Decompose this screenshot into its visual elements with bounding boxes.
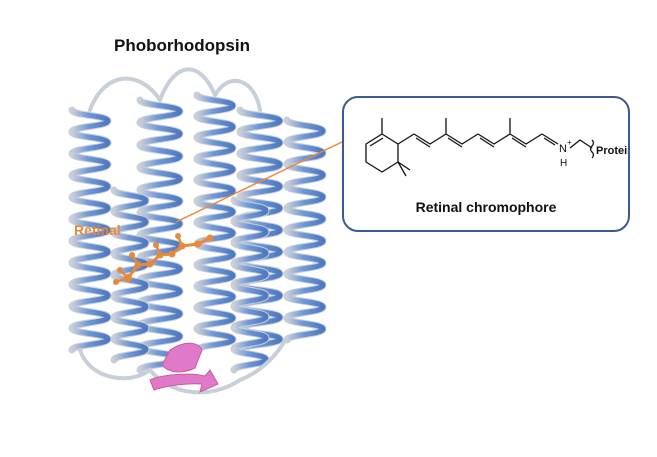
helix-1 [69, 107, 111, 353]
chromophore-structure: N + H Protein [365, 118, 628, 177]
helix-ribbons [68, 91, 327, 374]
hydrogen-atom: H [560, 158, 567, 169]
retinal-molecule [113, 233, 214, 285]
nitrogen-atom: N [559, 143, 567, 155]
inset-caption: Retinal chromophore [415, 199, 557, 215]
beta-sheet [149, 342, 219, 393]
figure-title: Phoborhodopsin [114, 36, 250, 55]
loops [78, 67, 287, 395]
protein-label: Protein [596, 145, 628, 157]
protein-ribbon-structure [68, 67, 327, 395]
helix-6 [111, 187, 149, 363]
helix-5-shadow [283, 116, 327, 344]
retinal-chromophore-inset: N + H Protein Retinal chromophore [342, 96, 630, 232]
positive-charge: + [567, 138, 572, 147]
retinal-label: Retinal [74, 222, 121, 238]
helix-7 [231, 197, 269, 373]
